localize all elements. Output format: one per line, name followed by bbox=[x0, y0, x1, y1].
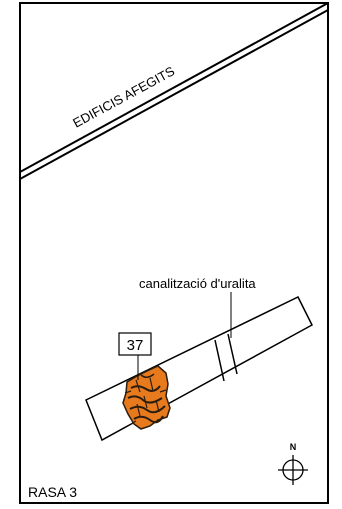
building-boundary bbox=[20, 3, 328, 180]
building-label: EDIFICIS AFEGITS bbox=[70, 63, 177, 130]
drawing-frame bbox=[19, 2, 329, 504]
north-arrow-icon: N bbox=[278, 442, 308, 485]
north-label: N bbox=[290, 442, 297, 452]
pipe-label: canalització d'uralita bbox=[139, 276, 256, 291]
pipe-crossing bbox=[214, 333, 238, 382]
context-number-box bbox=[118, 332, 152, 356]
context-number: 37 bbox=[127, 337, 144, 354]
trench-outline bbox=[85, 296, 313, 442]
excavated-deposit bbox=[122, 365, 171, 430]
trench-label: RASA 3 bbox=[28, 484, 77, 500]
